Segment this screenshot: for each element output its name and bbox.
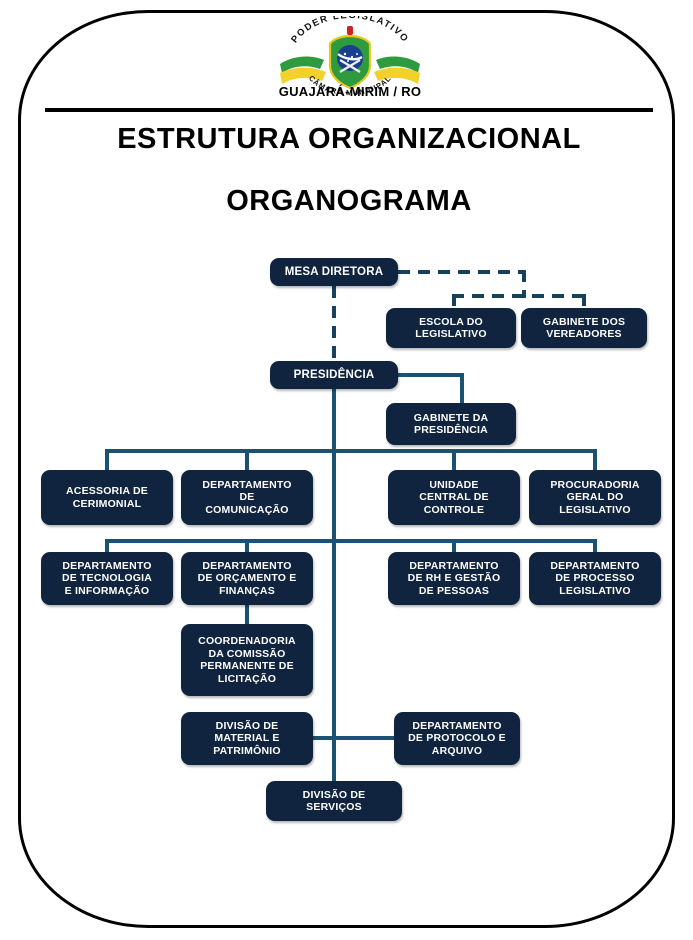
node-acessoria-cerimonial[interactable]: ACESSORIA DE CERIMONIAL: [41, 470, 173, 525]
node-procuradoria-geral-label: PROCURADORIA GERAL DO LEGISLATIVO: [550, 478, 640, 516]
row2-drop-orcamento: [245, 539, 249, 553]
row2-bus-right: [334, 539, 597, 543]
edge-trunk-to-div-servicos: [332, 740, 336, 782]
title-line-structure: ESTRUTURA ORGANIZACIONAL: [117, 123, 581, 155]
node-escola-legislativo-label: ESCOLA DO LEGISLATIVO: [415, 315, 487, 341]
row2-drop-rh: [452, 539, 456, 553]
node-presidencia-label: PRESIDÊNCIA: [293, 368, 375, 381]
main-trunk-vertical: [332, 389, 336, 789]
node-gabinete-vereadores[interactable]: GABINETE DOS VEREADORES: [521, 308, 647, 348]
node-departamento-protocolo-arquivo-label: DEPARTAMENTO DE PROTOCOLO E ARQUIVO: [408, 719, 506, 757]
row1-drop-comunicacao: [245, 449, 249, 471]
node-coordenadoria-licitacao[interactable]: COORDENADORIA DA COMISSÃO PERMANENTE DE …: [181, 624, 313, 696]
row1-bus-left: [105, 449, 334, 453]
node-gabinete-vereadores-label: GABINETE DOS VEREADORES: [542, 315, 626, 341]
edge-presidencia-to-gabinete-v: [460, 373, 464, 403]
bottom-bus-material-protocolo: [311, 736, 396, 740]
node-departamento-processo-legislativo-label: DEPARTAMENTO DE PROCESSO LEGISLATIVO: [550, 559, 640, 597]
edge-orcamento-to-coordenadoria: [245, 605, 249, 625]
edge-drop-escola: [452, 294, 456, 310]
coat-of-arms-logo: PODER LEGISLATIVO CÂMARA MUNICIPAL GUAJA…: [266, 16, 434, 98]
node-divisao-servicos[interactable]: DIVISÃO DE SERVIÇOS: [266, 781, 402, 821]
node-departamento-protocolo-arquivo[interactable]: DEPARTAMENTO DE PROTOCOLO E ARQUIVO: [394, 712, 520, 765]
node-escola-legislativo[interactable]: ESCOLA DO LEGISLATIVO: [386, 308, 516, 348]
header-divider-rule: [45, 108, 653, 112]
node-divisao-material-patrimonio[interactable]: DIVISÃO DE MATERIAL E PATRIMÔNIO: [181, 712, 313, 765]
edge-right-bus-drop: [522, 270, 526, 298]
node-departamento-rh[interactable]: DEPARTAMENTO DE RH E GESTÃO DE PESSOAS: [388, 552, 520, 605]
node-departamento-tecnologia-label: DEPARTAMENTO DE TECNOLOGIA E INFORMAÇÃO: [61, 559, 153, 597]
node-coordenadoria-licitacao-label: COORDENADORIA DA COMISSÃO PERMANENTE DE …: [198, 635, 296, 685]
row2-bus-left: [105, 539, 334, 543]
node-divisao-servicos-label: DIVISÃO DE SERVIÇOS: [302, 788, 366, 814]
row1-drop-unidade-controle: [452, 449, 456, 471]
svg-text:GUAJARÁ-MIRIM / RO: GUAJARÁ-MIRIM / RO: [279, 84, 422, 98]
node-departamento-comunicacao[interactable]: DEPARTAMENTO DE COMUNICAÇÃO: [181, 470, 313, 525]
title-line-organogram: ORGANOGRAMA: [226, 185, 472, 217]
row2-drop-processo: [593, 539, 597, 553]
edge-mesa-to-right-bus: [398, 270, 526, 274]
node-procuradoria-geral[interactable]: PROCURADORIA GERAL DO LEGISLATIVO: [529, 470, 661, 525]
node-mesa-diretora[interactable]: MESA DIRETORA: [270, 258, 398, 286]
node-departamento-orcamento-label: DEPARTAMENTO DE ORÇAMENTO E FINANÇAS: [197, 559, 297, 597]
node-acessoria-cerimonial-label: ACESSORIA DE CERIMONIAL: [66, 485, 148, 510]
node-departamento-rh-label: DEPARTAMENTO DE RH E GESTÃO DE PESSOAS: [407, 559, 501, 597]
node-departamento-comunicacao-label: DEPARTAMENTO DE COMUNICAÇÃO: [202, 478, 292, 516]
page-title: ESTRUTURA ORGANIZACIONAL ORGANOGRAMA: [45, 122, 653, 218]
node-departamento-orcamento[interactable]: DEPARTAMENTO DE ORÇAMENTO E FINANÇAS: [181, 552, 313, 605]
node-unidade-central-controle[interactable]: UNIDADE CENTRAL DE CONTROLE: [388, 470, 520, 525]
node-gabinete-presidencia[interactable]: GABINETE DA PRESIDÊNCIA: [386, 403, 516, 445]
row1-drop-acessoria: [105, 449, 109, 471]
node-unidade-central-controle-label: UNIDADE CENTRAL DE CONTROLE: [419, 478, 489, 516]
edge-drop-gabinete-vereadores: [582, 294, 586, 310]
node-mesa-diretora-label: MESA DIRETORA: [284, 265, 384, 278]
node-divisao-material-patrimonio-label: DIVISÃO DE MATERIAL E PATRIMÔNIO: [213, 719, 281, 757]
node-departamento-tecnologia[interactable]: DEPARTAMENTO DE TECNOLOGIA E INFORMAÇÃO: [41, 552, 173, 605]
row2-drop-tecnologia: [105, 539, 109, 553]
edge-lower-dashed-bus: [452, 294, 586, 298]
node-gabinete-presidencia-label: GABINETE DA PRESIDÊNCIA: [413, 411, 489, 437]
row1-drop-procuradoria: [593, 449, 597, 471]
node-presidencia[interactable]: PRESIDÊNCIA: [270, 361, 398, 389]
row1-bus-right: [334, 449, 597, 453]
node-departamento-processo-legislativo[interactable]: DEPARTAMENTO DE PROCESSO LEGISLATIVO: [529, 552, 661, 605]
edge-mesa-to-presidencia: [332, 286, 336, 361]
edge-presidencia-to-gabinete-h: [398, 373, 464, 377]
